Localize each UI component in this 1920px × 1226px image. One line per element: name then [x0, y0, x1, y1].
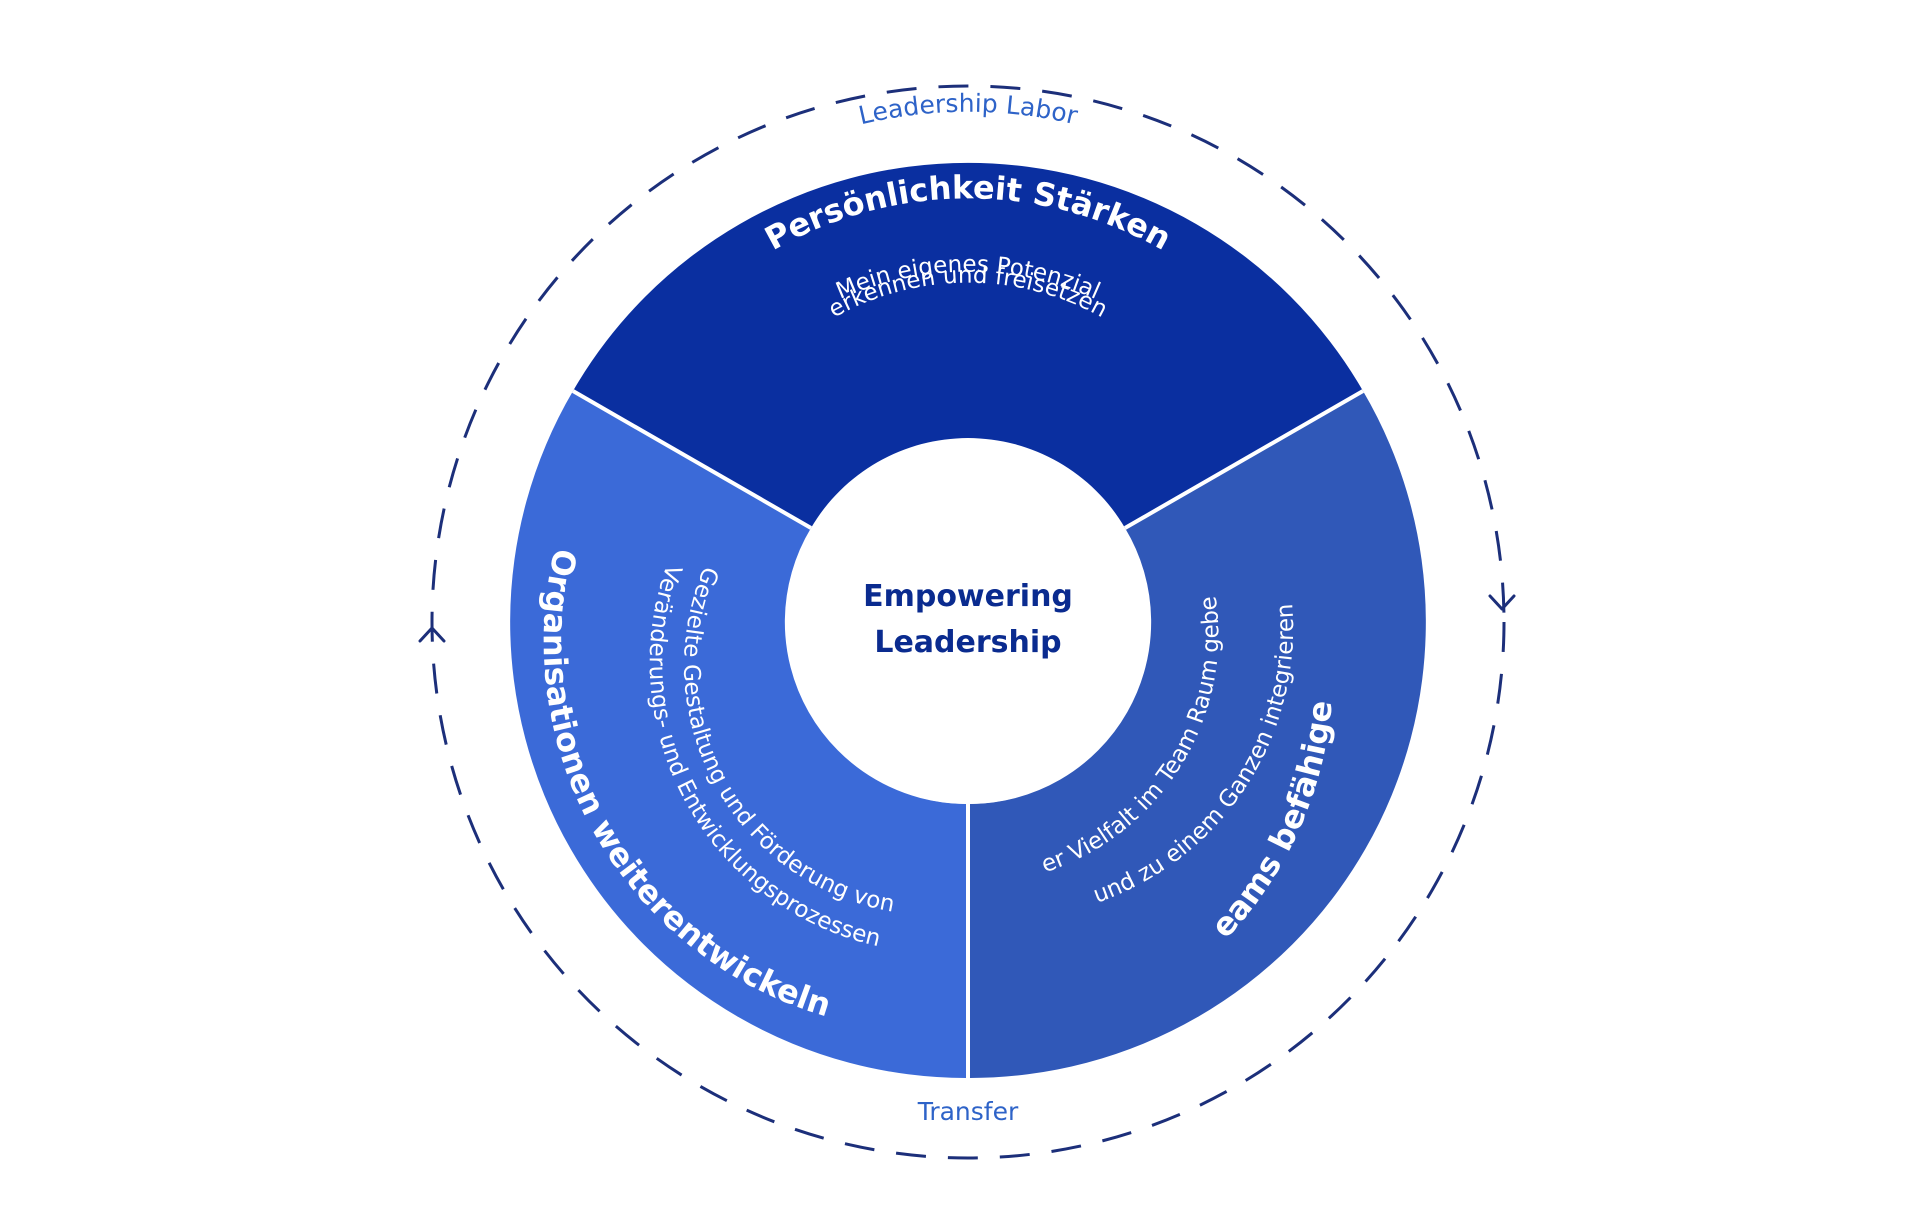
- outer-cycle-ring: [430, 84, 1506, 1160]
- segment-teams: [968, 391, 1426, 1079]
- center-title-line2: Leadership: [874, 625, 1061, 660]
- center-title-line1: Empowering: [863, 579, 1073, 614]
- arrow-up-icon: [418, 626, 446, 643]
- arrow-down-icon: [1488, 594, 1516, 611]
- segment-organisationen: [510, 391, 968, 1079]
- center-circle: [786, 440, 1150, 804]
- divider-right: [1124, 389, 1364, 530]
- outer-label-bottom: Transfer: [917, 1097, 1019, 1126]
- top-label-backdrop: [838, 104, 1098, 148]
- divider-left: [572, 389, 812, 530]
- bottom-label-backdrop: [894, 1086, 1042, 1130]
- segment-persoenlichkeit: [573, 162, 1363, 528]
